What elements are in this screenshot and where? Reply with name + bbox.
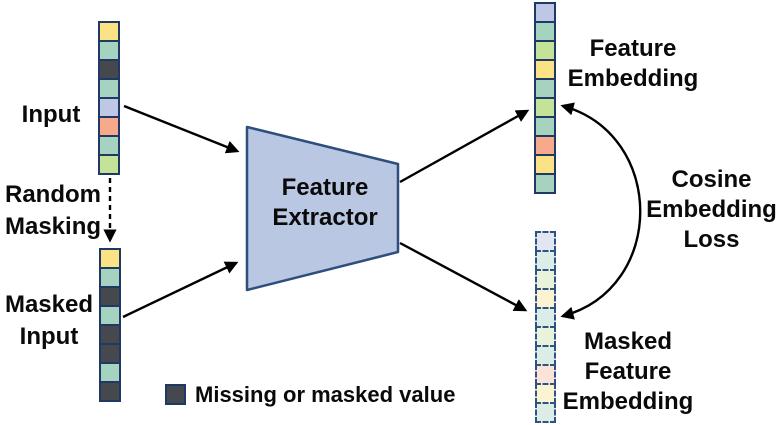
arrow-masked-input-to-extractor bbox=[122, 261, 239, 319]
feature-embedding-stack bbox=[534, 2, 556, 194]
masked-input-label: Masked Input bbox=[4, 291, 94, 350]
cell-teal bbox=[534, 21, 556, 42]
cosine-embedding-loss-label: Cosine Embedding Loss bbox=[646, 166, 777, 253]
cell-pale-teal bbox=[535, 250, 556, 271]
feature-extractor-label: Feature Extractor bbox=[272, 174, 378, 231]
cell-lavender bbox=[534, 2, 556, 23]
cell-yellow bbox=[98, 21, 120, 42]
cell-teal bbox=[98, 135, 120, 156]
cell-teal bbox=[534, 173, 556, 194]
cell-teal bbox=[98, 78, 120, 99]
cell-pale-pink bbox=[535, 364, 556, 385]
cell-salmon bbox=[534, 135, 556, 156]
input-label: Input bbox=[21, 101, 81, 128]
cell-pale-lavender bbox=[535, 231, 556, 252]
cell-dark bbox=[99, 324, 121, 345]
cell-pale-green bbox=[535, 269, 556, 290]
input-vector-stack bbox=[98, 21, 120, 175]
cell-pale-teal bbox=[535, 345, 556, 366]
cell-teal bbox=[534, 116, 556, 137]
cell-teal bbox=[99, 305, 121, 326]
arrow-extractor-to-masked-embedding bbox=[399, 241, 528, 312]
cell-green bbox=[534, 40, 556, 61]
cell-yellow bbox=[534, 59, 556, 80]
cell-dark bbox=[98, 59, 120, 80]
cosine-loss-arc bbox=[560, 102, 642, 320]
cell-dark bbox=[99, 343, 121, 364]
masked-value-swatch-icon bbox=[165, 384, 186, 405]
masked-feature-embedding-stack bbox=[535, 231, 556, 423]
masked-feature-embedding-label: Masked Feature Embedding bbox=[562, 328, 694, 415]
feature-embedding-label: Feature Embedding bbox=[567, 35, 699, 92]
cell-teal bbox=[99, 267, 121, 288]
legend: Missing or masked value bbox=[165, 384, 455, 406]
cell-pale-yellow bbox=[535, 383, 556, 404]
cell-pale-green bbox=[535, 326, 556, 347]
cell-teal bbox=[98, 40, 120, 61]
arrow-extractor-to-feature-embedding bbox=[399, 109, 530, 184]
random-masking-label: Random Masking bbox=[4, 181, 102, 240]
cell-green bbox=[534, 97, 556, 118]
cell-teal bbox=[99, 362, 121, 383]
cell-pale-teal bbox=[535, 402, 556, 423]
cell-dark bbox=[99, 286, 121, 307]
legend-label: Missing or masked value bbox=[195, 382, 456, 407]
cell-yellow bbox=[99, 248, 121, 269]
cell-lavender bbox=[98, 97, 120, 118]
cell-green bbox=[98, 154, 120, 175]
masked-input-vector-stack bbox=[99, 248, 121, 402]
cell-teal bbox=[534, 78, 556, 99]
cell-salmon bbox=[98, 116, 120, 137]
cell-pale-teal bbox=[535, 307, 556, 328]
cell-pale-yellow bbox=[535, 288, 556, 309]
arrow-input-to-extractor bbox=[123, 104, 240, 154]
cell-yellow bbox=[534, 154, 556, 175]
cell-dark bbox=[99, 381, 121, 402]
